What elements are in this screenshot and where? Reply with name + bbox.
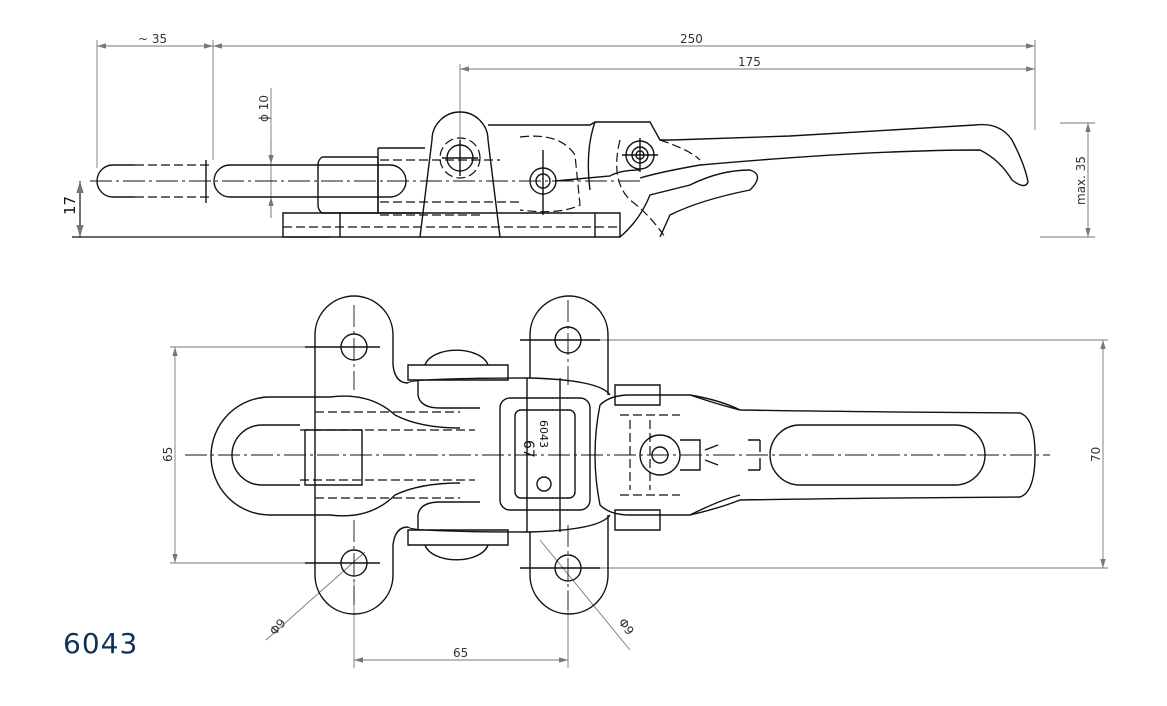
- dim-hole-diameter-left-label: Φ9: [267, 616, 289, 638]
- top-view: 65 70 65 Φ9 Φ9 67 6043: [161, 295, 1108, 668]
- dim-hole-spacing-horizontal-label: 65: [453, 646, 468, 660]
- dim-overall-label: 250: [680, 32, 703, 46]
- dim-pivot-label: 175: [738, 55, 761, 69]
- side-view: ~ 35 250 175 ϕ 10 max. 35 17: [61, 32, 1095, 238]
- engraving-6043: 6043: [537, 420, 550, 448]
- dim-max-height-label: max. 35: [1074, 156, 1088, 205]
- dim-height-axis-label: 17: [61, 196, 79, 215]
- dim-hole-spacing-right-label: 70: [1089, 447, 1103, 462]
- dim-hole-spacing-vertical-label: 65: [161, 447, 175, 462]
- product-number: 6043: [63, 627, 139, 660]
- dim-stroke-label: ~ 35: [138, 32, 167, 46]
- engraving-67: 67: [520, 440, 536, 458]
- dim-pin-diameter-label: ϕ 10: [257, 95, 271, 122]
- dim-hole-diameter-right-label: Φ9: [616, 616, 637, 638]
